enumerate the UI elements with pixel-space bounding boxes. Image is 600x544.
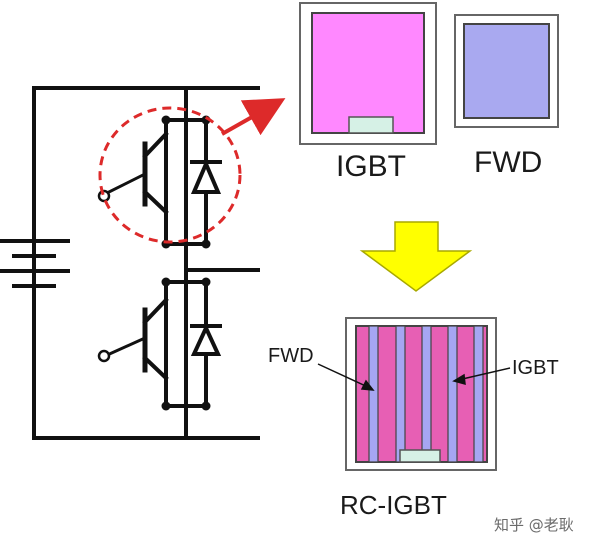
- rc-igbt-label: IGBT: [512, 357, 559, 379]
- lower-diode-symbol: [190, 323, 222, 356]
- igbt-gate-pad: [348, 116, 394, 134]
- lower-igbt-symbol: [103, 280, 208, 408]
- upper-gate-terminal: [97, 189, 111, 203]
- rc-fwd-label: FWD: [268, 345, 314, 367]
- half-bridge-circuit: [0, 86, 260, 440]
- upper-igbt-symbol: [102, 118, 208, 246]
- rc-igbt-title: RC-IGBT: [340, 490, 447, 520]
- rc-gate-pad: [399, 449, 441, 463]
- highlight-circle: [98, 106, 242, 244]
- battery-symbol: [0, 239, 70, 288]
- lower-gate-terminal: [97, 349, 111, 363]
- igbt-chip: [299, 2, 437, 145]
- watermark: 知乎 @老耿: [494, 516, 574, 534]
- igbt-chip-label: IGBT: [336, 150, 407, 183]
- dc-bus-wire: [32, 86, 260, 440]
- transform-arrow: [359, 221, 473, 292]
- fwd-chip: [454, 14, 559, 128]
- rc-igbt-chip: [345, 317, 497, 471]
- fwd-chip-label: FWD: [474, 146, 543, 179]
- callout-arrows: [317, 363, 511, 391]
- junction-dots: [161, 115, 211, 411]
- highlight-arrow: [221, 98, 286, 136]
- upper-diode-symbol: [190, 158, 222, 194]
